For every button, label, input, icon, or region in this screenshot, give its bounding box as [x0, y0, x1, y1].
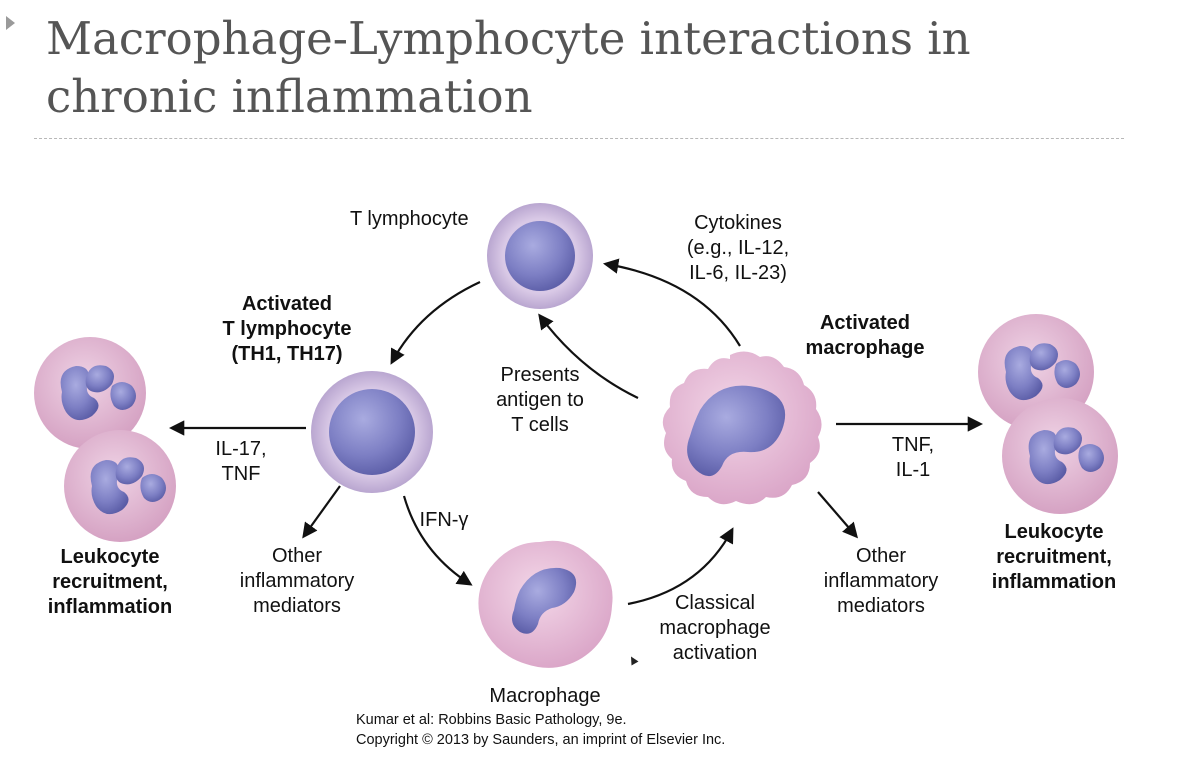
t-lymphocyte-cell	[487, 203, 593, 309]
arrow-presents-antigen	[538, 313, 639, 399]
macrophage-cell	[478, 540, 613, 668]
label-t-lymphocyte: T lymphocyte	[350, 208, 469, 230]
label-activated-macrophage: Activated macrophage	[805, 312, 925, 359]
copyright-credit: Kumar et al: Robbins Basic Pathology, 9e…	[356, 712, 726, 748]
label-activated-t-subtypes: (TH1, TH17)	[231, 343, 343, 365]
label-leukocyte-right: Leukocyte recruitment, inflammation	[991, 521, 1117, 593]
arrow-classical-activation	[627, 527, 734, 606]
activated-t-lymphocyte-cell	[311, 371, 433, 493]
arrow-tlymph-to-activated	[390, 281, 481, 365]
label-presents-antigen: Presents antigen to T cells	[496, 364, 584, 436]
arrow-ifn-to-macrophage	[402, 495, 473, 586]
label-activated-t-lymphocyte: Activated T lymphocyte	[222, 293, 352, 340]
label-leukocyte-left: Leukocyte recruitment, inflammation	[47, 546, 173, 618]
label-tnf-il1: TNF, IL-1	[891, 434, 935, 481]
label-cytokines: Cytokines (e.g., IL-12, IL-6, IL-23)	[686, 212, 790, 284]
activated-macrophage-cell	[662, 351, 822, 505]
neutrophil-right-bottom	[1002, 398, 1118, 514]
arrow-other-right	[817, 491, 859, 539]
neutrophil-left-bottom	[64, 430, 176, 542]
label-il17-tnf: IL-17, TNF	[215, 438, 267, 485]
label-ifn-gamma: IFN-γ	[419, 509, 469, 531]
label-other-mediators-right: Other inflammatory mediators	[823, 545, 939, 617]
label-other-mediators-left: Other inflammatory mediators	[239, 545, 355, 617]
title-divider	[34, 138, 1124, 139]
arrow-cytokines-to-tlymph	[602, 258, 741, 347]
label-classical-activation: Classical macrophage activation	[659, 592, 771, 664]
arrow-other-left	[302, 485, 341, 539]
slide-bullet-icon	[6, 16, 15, 30]
slide-title: Macrophage-Lymphocyte interactions in ch…	[46, 12, 971, 123]
label-macrophage: Macrophage	[489, 685, 601, 707]
neutrophil-left-top	[34, 337, 146, 449]
